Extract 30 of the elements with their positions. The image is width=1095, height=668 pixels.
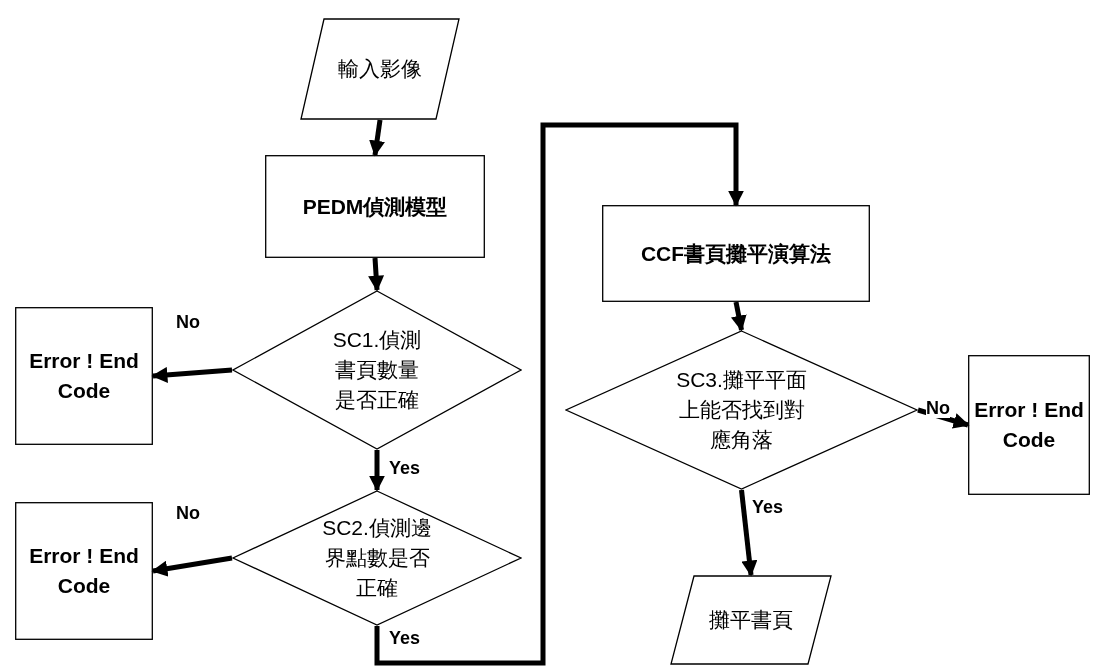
arrow [369, 450, 385, 492]
error-box [15, 307, 153, 445]
process-box [602, 205, 870, 302]
output-parallelogram [670, 575, 832, 665]
edge-label: No [926, 398, 950, 418]
node-text: SC2.偵測邊界點數是否正確 [321, 515, 433, 601]
node-text: 輸入影像 [337, 56, 423, 82]
decision-diamond [565, 330, 918, 490]
input-parallelogram [300, 18, 460, 120]
error-box [968, 355, 1090, 495]
node-text: Error ! End Code [29, 348, 139, 404]
arrow [368, 257, 385, 292]
arrow [151, 555, 233, 577]
node-text: CCF書頁攤平演算法 [639, 240, 833, 267]
decision-diamond [232, 290, 522, 450]
node-text: Error ! End Code [29, 543, 139, 599]
decision-diamond [232, 490, 522, 626]
process-box [265, 155, 485, 258]
error-box [15, 502, 153, 640]
arrow [917, 407, 970, 429]
arrow [730, 301, 747, 332]
arrow [369, 119, 385, 157]
node-text: SC1.偵測書頁數量是否正確 [331, 327, 423, 413]
arrow [739, 489, 758, 577]
node-text: 攤平書頁 [708, 607, 794, 633]
node-text: SC3.攤平平面上能否找到對應角落 [675, 367, 808, 453]
node-text: PEDM偵測模型 [301, 193, 449, 220]
arrow [374, 122, 744, 666]
node-text: Error ! End Code [974, 397, 1084, 453]
arrow [151, 366, 233, 383]
